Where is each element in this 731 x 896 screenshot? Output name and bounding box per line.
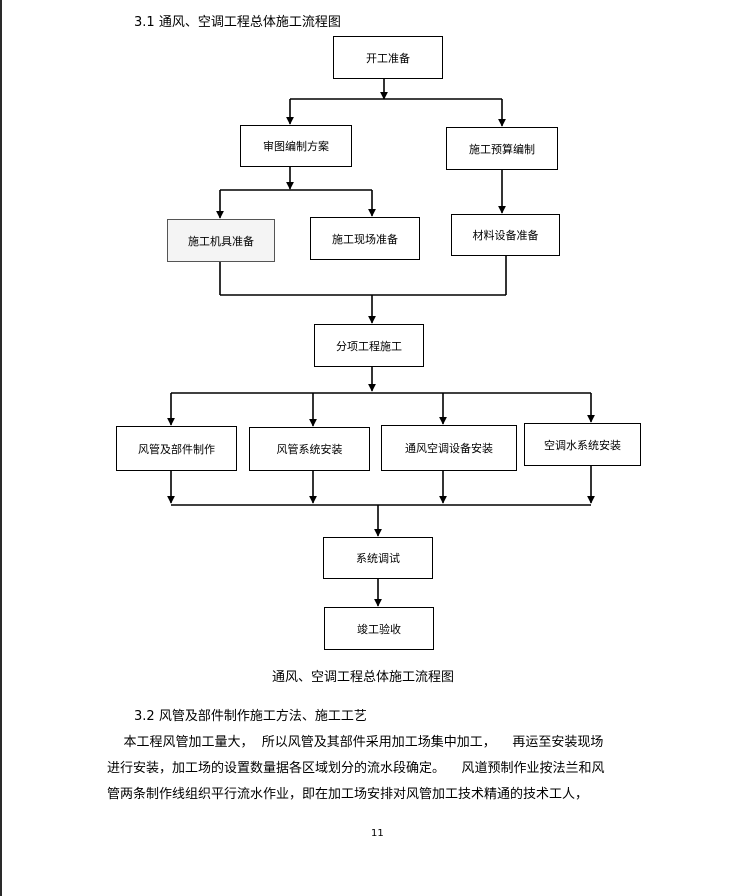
box-duct-installation: 风管系统安装: [249, 427, 370, 471]
box-duct-fabrication: 风管及部件制作: [116, 426, 237, 471]
box-site-prep: 施工现场准备: [310, 217, 420, 260]
box-equipment-installation: 通风空调设备安装: [381, 425, 517, 471]
figure-caption: 通风、空调工程总体施工流程图: [272, 670, 455, 685]
box-materials-prep: 材料设备准备: [451, 214, 560, 256]
page-number: 11: [371, 828, 384, 839]
box-water-installation: 空调水系统安装: [524, 423, 641, 466]
paragraph-line: 本工程风管加工量大， 所以风管及其部件采用加工场集中加工， 再运至安装现场: [107, 735, 604, 750]
section-title: 风管及部件制作施工方法、施工工艺: [158, 709, 367, 724]
box-review-plan: 审图编制方案: [240, 125, 352, 167]
box-start-preparation: 开工准备: [333, 36, 443, 79]
section-number: 3.1: [134, 15, 155, 30]
flowchart-connectors: [167, 79, 595, 607]
section-heading-1: 3.1 通风、空调工程总体施工流程图: [134, 11, 341, 30]
box-system-debug: 系统调试: [323, 537, 433, 579]
paragraph-line: 进行安装，加工场的设置数量据各区域划分的流水段确定。 风道预制作业按法兰和风: [107, 761, 605, 776]
paragraph-line: 管两条制作线组织平行流水作业，即在加工场安排对风管加工技术精通的技术工人，: [107, 787, 589, 802]
box-machinery-prep: 施工机具准备: [167, 219, 275, 262]
section-heading-2: 3.2 风管及部件制作施工方法、施工工艺: [134, 705, 367, 724]
box-subitem-construction: 分项工程施工: [314, 324, 424, 367]
body-paragraph: 本工程风管加工量大， 所以风管及其部件采用加工场集中加工， 再运至安装现场 进行…: [107, 730, 652, 808]
box-budget: 施工预算编制: [446, 127, 558, 170]
section-number: 3.2: [134, 709, 155, 724]
page-left-edge: [0, 0, 2, 896]
section-title: 通风、空调工程总体施工流程图: [158, 15, 341, 30]
box-completion-acceptance: 竣工验收: [324, 607, 434, 650]
